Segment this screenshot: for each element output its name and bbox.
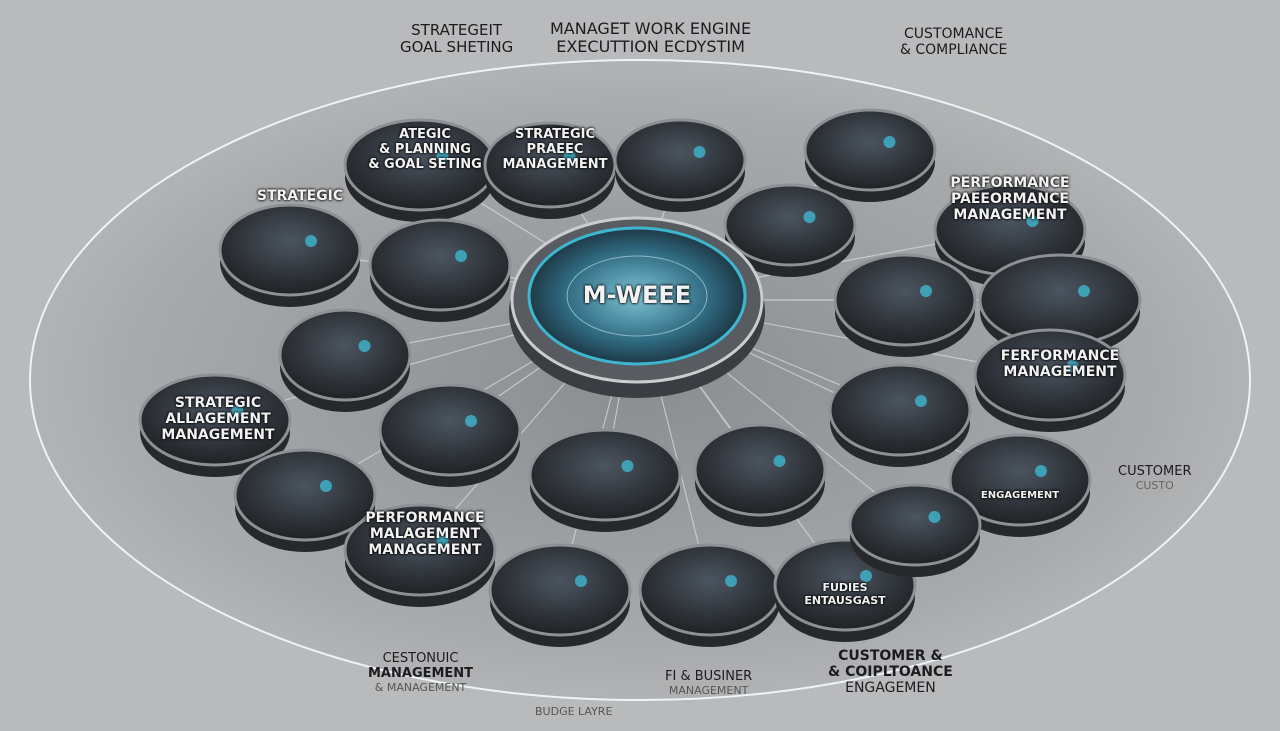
module-disc[interactable] bbox=[483, 121, 617, 219]
label-line: CUSTO bbox=[1135, 478, 1174, 492]
title-line: MANAGET WORK ENGINE bbox=[550, 19, 752, 38]
bottom-right-label: CUSTOMER & & COIPLTOANCE ENGAGEMEN bbox=[828, 648, 953, 696]
module-disc[interactable] bbox=[138, 373, 292, 477]
node-label: STRATEGIC bbox=[256, 188, 344, 204]
node-strategic-planning[interactable]: ATEGIC & PLANNING & GOAL SETING bbox=[360, 127, 490, 173]
module-disc[interactable] bbox=[803, 108, 937, 202]
module-discs bbox=[138, 108, 1142, 647]
node-label: STRATEGIC bbox=[174, 395, 262, 411]
customer-label: CUSTOMER CUSTO bbox=[1118, 464, 1192, 493]
node-label: PAEEORMANCE bbox=[951, 191, 1069, 208]
node-label: & PLANNING bbox=[379, 141, 471, 157]
node-fudies[interactable]: FUDIES ENTAUSGAST bbox=[790, 581, 900, 607]
module-disc[interactable] bbox=[218, 203, 362, 307]
node-label: ENGAGEMENT bbox=[980, 490, 1060, 501]
title-line: EXECUTTION ECDYSTIM bbox=[556, 37, 745, 57]
label-line: & MANAGEMENT bbox=[374, 680, 467, 694]
hub-label[interactable]: M-WEEE bbox=[582, 281, 692, 309]
module-disc[interactable] bbox=[638, 543, 782, 647]
node-label: FERFORMANCE bbox=[1000, 348, 1120, 364]
node-engagement[interactable]: ENGAGEMENT bbox=[975, 490, 1065, 502]
module-disc[interactable] bbox=[233, 448, 377, 552]
label-line: CUSTOMER bbox=[1118, 464, 1192, 479]
title-line: CUSTOMANCE bbox=[904, 26, 1004, 42]
module-disc[interactable] bbox=[378, 383, 522, 487]
module-disc[interactable] bbox=[343, 118, 497, 222]
module-disc[interactable] bbox=[278, 308, 412, 412]
module-disc[interactable] bbox=[613, 118, 747, 212]
node-label: PERFORMANCE bbox=[950, 175, 1070, 191]
node-label: MANAGEMENT bbox=[161, 427, 275, 444]
module-disc[interactable] bbox=[973, 328, 1127, 432]
title-line: GOAL SHETING bbox=[400, 38, 514, 57]
label-line: MANAGEMENT bbox=[668, 683, 749, 697]
node-label: MALAGEMENT bbox=[369, 526, 481, 543]
budget-layer-label: BUDGE LAYRE bbox=[535, 705, 613, 718]
node-performance-bottom[interactable]: PERFORMANCE MALAGEMENT MANAGEMENT bbox=[350, 510, 500, 558]
module-disc[interactable] bbox=[488, 543, 632, 647]
title-line: STRATEGEIT bbox=[411, 21, 503, 39]
node-performance-top[interactable]: PERFORMANCE PAEEORMANCE MANAGEMENT bbox=[935, 175, 1085, 223]
label-line: MANAGEMENT bbox=[368, 665, 474, 681]
node-label: MANAGEMENT bbox=[368, 542, 482, 559]
node-label: ALLAGEMENT bbox=[165, 411, 271, 428]
module-disc[interactable] bbox=[343, 503, 497, 607]
module-disc[interactable] bbox=[528, 428, 682, 532]
label-line: CUSTOMER & bbox=[838, 648, 943, 664]
node-label: STRATEGIC bbox=[514, 127, 596, 142]
module-disc[interactable] bbox=[368, 218, 512, 322]
main-title: MANAGET WORK ENGINE EXECUTTION ECDYSTIM bbox=[550, 19, 752, 57]
header-left-title: STRATEGEIT GOAL SHETING bbox=[400, 21, 514, 57]
node-label: MANAGEMENT bbox=[953, 207, 1067, 224]
node-label: & GOAL SETING bbox=[368, 156, 482, 172]
label-line: CESTONUIC bbox=[382, 651, 459, 666]
title-line: & COMPLIANCE bbox=[900, 42, 1008, 59]
bottom-business-label: FI & BUSINER MANAGEMENT bbox=[665, 669, 753, 698]
label-line: & COIPLTOANCE bbox=[828, 664, 953, 681]
module-disc[interactable] bbox=[948, 433, 1092, 537]
label-line: ENGAGEMEN bbox=[845, 680, 936, 697]
label-line: FI & BUSINER bbox=[665, 669, 753, 684]
module-disc[interactable] bbox=[723, 183, 857, 277]
node-label: FUDIES bbox=[822, 581, 868, 594]
module-disc[interactable] bbox=[833, 253, 977, 357]
bottom-left-label: CESTONUIC MANAGEMENT & MANAGEMENT bbox=[368, 651, 474, 695]
module-disc[interactable] bbox=[848, 483, 982, 577]
node-strategic[interactable]: STRATEGIC bbox=[245, 188, 355, 204]
node-label: ENTAUSGAST bbox=[804, 593, 886, 607]
node-label: PERFORMANCE bbox=[365, 510, 485, 526]
module-disc[interactable] bbox=[978, 253, 1142, 357]
module-disc[interactable] bbox=[828, 363, 972, 467]
node-label: PRAEEC bbox=[526, 141, 584, 157]
node-performance-right[interactable]: FERFORMANCE MANAGEMENT bbox=[985, 348, 1135, 380]
node-label: ATEGIC bbox=[399, 127, 451, 142]
central-hub[interactable] bbox=[509, 216, 765, 398]
node-strategic-allagement[interactable]: STRATEGIC ALLAGEMENT MANAGEMENT bbox=[148, 395, 288, 443]
module-disc[interactable] bbox=[693, 423, 827, 527]
node-strategic-project[interactable]: STRATEGIC PRAEEC MANAGEMENT bbox=[495, 127, 615, 173]
node-label: MANAGEMENT bbox=[502, 156, 608, 172]
node-label: MANAGEMENT bbox=[1003, 364, 1117, 381]
header-right-title: CUSTOMANCE & COMPLIANCE bbox=[900, 26, 1007, 58]
